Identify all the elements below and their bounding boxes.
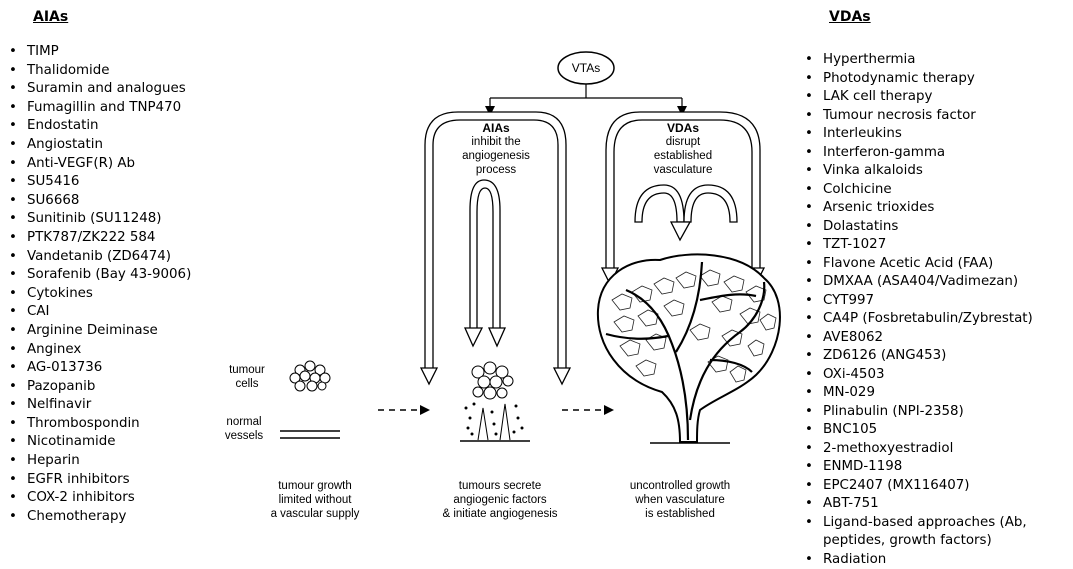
normal-vessels-line2: vessels xyxy=(214,429,274,443)
vdas-branch-line1: disrupt xyxy=(628,135,738,149)
vtas-label: VTAs xyxy=(558,61,614,75)
vdas-branch-title: VDAs xyxy=(628,121,738,135)
stage3-caption: uncontrolled growth when vasculature is … xyxy=(600,479,760,521)
stage2-caption-line2: angiogenic factors xyxy=(415,493,585,507)
stage2-caption-line3: & initiate angiogenesis xyxy=(415,507,585,521)
tumour-cell-cluster xyxy=(290,361,330,391)
stage1-caption-line3: a vascular supply xyxy=(240,507,390,521)
aias-branch-line3: process xyxy=(441,163,551,177)
aias-branch-line1: inhibit the xyxy=(441,135,551,149)
stage3-caption-line1: uncontrolled growth xyxy=(600,479,760,493)
tumour-cells-label: tumour cells xyxy=(222,363,272,391)
angiogenic-tumour xyxy=(460,362,530,441)
normal-vessels-label: normal vessels xyxy=(214,415,274,443)
stage3-caption-line3: is established xyxy=(600,507,760,521)
angiogenic-factor-dots xyxy=(465,403,524,436)
tumour-cells-line2: cells xyxy=(222,377,272,391)
normal-vessels-line1: normal xyxy=(214,415,274,429)
stage2-caption-line1: tumours secrete xyxy=(415,479,585,493)
aias-branch-line2: angiogenesis xyxy=(441,149,551,163)
stage3-caption-line2: when vasculature xyxy=(600,493,760,507)
stage2-caption: tumours secrete angiogenic factors & ini… xyxy=(415,479,585,521)
normal-vessels xyxy=(280,431,340,438)
tumour-cells-line1: tumour xyxy=(222,363,272,377)
vdas-inner-arch-arrow xyxy=(635,185,737,240)
vdas-branch-line2: established xyxy=(628,149,738,163)
vdas-branch-label: VDAs disrupt established vasculature xyxy=(628,121,738,177)
vascularised-tumour xyxy=(598,254,780,443)
stage1-caption: tumour growth limited without a vascular… xyxy=(240,479,390,521)
aias-inner-arch-arrow xyxy=(465,180,505,346)
aias-branch-label: AIAs inhibit the angiogenesis process xyxy=(441,121,551,177)
stage1-caption-line1: tumour growth xyxy=(240,479,390,493)
stage1-caption-line2: limited without xyxy=(240,493,390,507)
aias-branch-title: AIAs xyxy=(441,121,551,135)
vdas-branch-line3: vasculature xyxy=(628,163,738,177)
